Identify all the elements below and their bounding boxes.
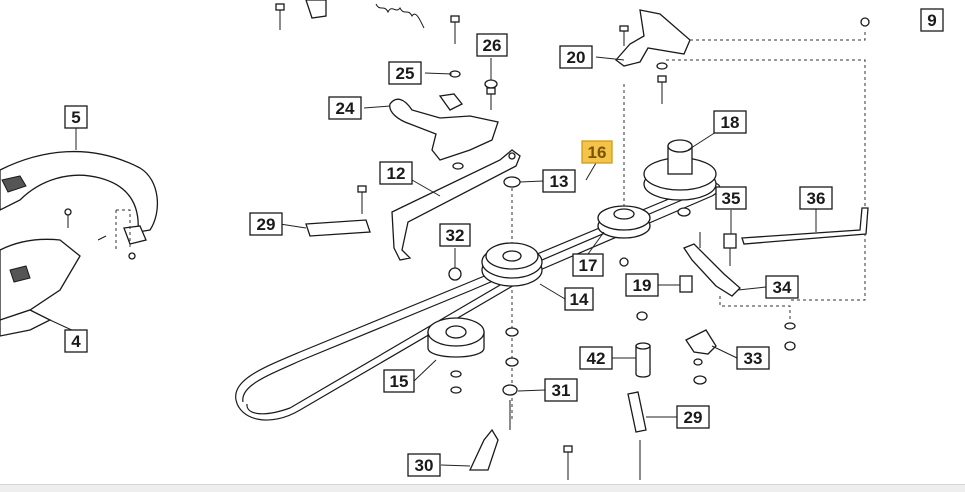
bolt-30-head (563, 445, 573, 453)
bottom-scroll-bar (0, 484, 965, 492)
callout-25: 25 (388, 61, 422, 85)
callout-18: 18 (713, 110, 747, 134)
spacer-stack (502, 176, 521, 430)
pulley-17 (597, 84, 651, 267)
callout-20: 20 (559, 45, 593, 69)
top-hardware (275, 0, 870, 110)
callout-13: 13 (542, 169, 576, 193)
bracket-20 (615, 9, 866, 301)
arm-34-axis (719, 296, 791, 322)
bracket-30 (468, 428, 499, 471)
callout-label: 34 (773, 278, 792, 297)
callout-label: 32 (446, 226, 465, 245)
callout-12: 12 (379, 161, 413, 185)
callout-label: 5 (71, 108, 80, 127)
callout-label: 19 (633, 276, 652, 295)
callout-31: 31 (544, 378, 578, 402)
callout-5: 5 (64, 105, 88, 129)
callout-36: 36 (799, 186, 833, 210)
callout-label: 15 (390, 372, 409, 391)
callout-label: 25 (396, 64, 415, 83)
pulley-15 (427, 317, 485, 394)
control-rod (741, 207, 869, 245)
callout-label: 20 (567, 48, 586, 67)
bracket-33 (685, 329, 717, 355)
callout-label: 4 (71, 332, 81, 351)
pin-19 (636, 275, 693, 321)
callout-label: 30 (415, 456, 434, 475)
callout-label: 17 (579, 256, 598, 275)
callout-32: 32 (439, 223, 471, 247)
callout-4: 4 (64, 329, 88, 353)
bolt-35 (699, 232, 737, 266)
callout-label: 12 (387, 164, 406, 183)
callout-label-highlighted: 16 (588, 143, 607, 162)
callout-9: 9 (920, 8, 944, 32)
deck-frame (0, 150, 159, 337)
spacer-tube-42 (635, 345, 651, 378)
drive-belt (235, 182, 721, 421)
callout-14: 14 (564, 287, 594, 311)
callout-17: 17 (572, 253, 604, 277)
callout-label: 9 (927, 11, 936, 30)
callout-30: 30 (407, 453, 441, 477)
callout-16: 16 (581, 140, 613, 164)
callout-29-lower: 29 (676, 405, 710, 429)
spacer-32 (448, 267, 462, 281)
callout-label: 18 (721, 113, 740, 132)
callout-35: 35 (715, 186, 747, 210)
link-plate-left (305, 219, 371, 237)
callout-label: 29 (257, 215, 276, 234)
callout-label: 26 (483, 36, 502, 55)
washer-33b (693, 358, 703, 366)
callout-label: 24 (336, 99, 355, 118)
washer-33c (693, 375, 707, 385)
callout-label: 33 (744, 349, 763, 368)
callout-24: 24 (328, 96, 362, 120)
callout-label: 14 (570, 290, 589, 309)
callout-label: 35 (722, 189, 741, 208)
arm-34 (683, 243, 741, 297)
callout-15: 15 (383, 369, 415, 393)
pulley-14 (481, 242, 543, 287)
link-plate-lower (627, 391, 647, 433)
pulley-18 (643, 139, 717, 217)
callout-34: 34 (765, 275, 799, 299)
callout-label: 29 (684, 408, 703, 427)
washer-33 (784, 322, 796, 330)
callout-33: 33 (736, 346, 770, 370)
tension-arm (357, 149, 521, 261)
callout-label: 13 (550, 172, 569, 191)
callout-label: 36 (807, 189, 826, 208)
callout-42: 42 (579, 346, 613, 370)
callout-26: 26 (476, 33, 508, 57)
nut-33 (784, 341, 796, 351)
callout-29-left: 29 (249, 212, 283, 236)
lever-assembly (389, 93, 499, 170)
callout-label: 42 (587, 349, 606, 368)
callout-19: 19 (625, 273, 659, 297)
spacer-tube-42-top (635, 342, 651, 350)
callout-label: 31 (552, 381, 571, 400)
